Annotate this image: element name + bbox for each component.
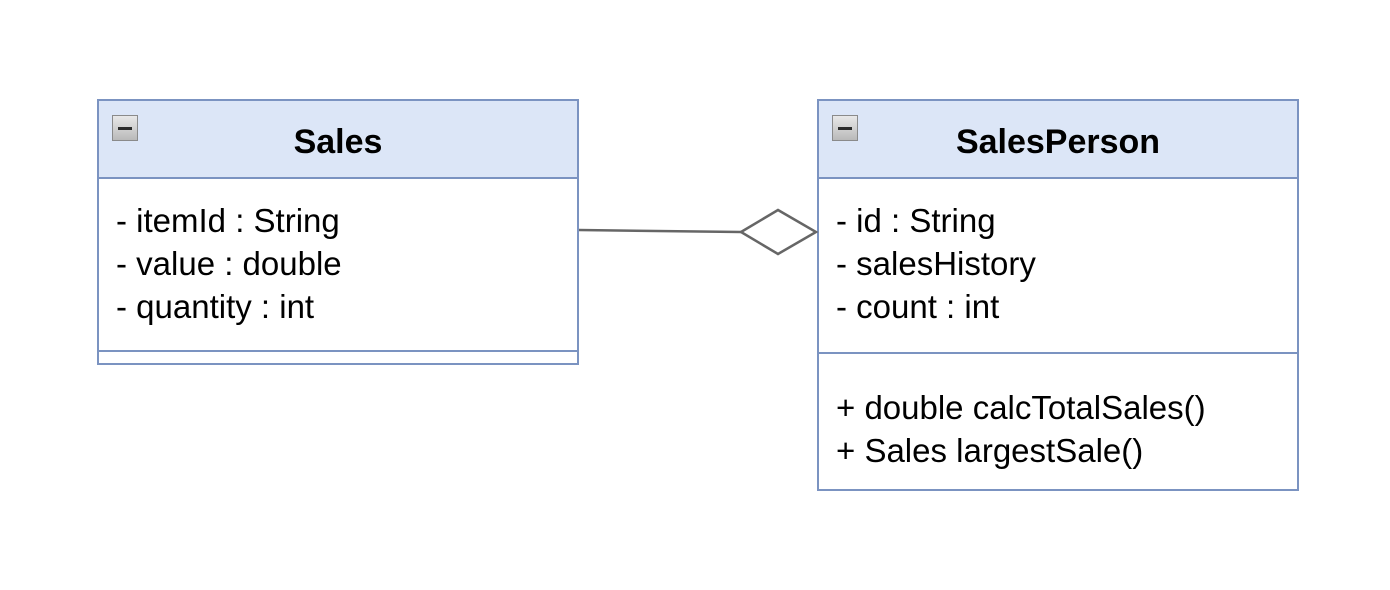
salesperson-collapse-button[interactable] — [832, 115, 858, 141]
minus-icon — [118, 127, 132, 130]
sales-attribute: - quantity : int — [116, 288, 315, 325]
salesperson-attribute: - count : int — [836, 288, 1000, 325]
sales-methods-divider — [99, 350, 577, 352]
salesperson-attribute: - salesHistory — [836, 245, 1036, 282]
salesperson-method: + double calcTotalSales() — [836, 389, 1206, 426]
aggregation-diamond-icon — [738, 208, 819, 256]
sales-attributes: - itemId : String - value : double - qua… — [99, 199, 577, 328]
sales-attribute: - itemId : String — [116, 202, 340, 239]
salesperson-attributes: - id : String - salesHistory - count : i… — [819, 199, 1297, 328]
salesperson-attribute: - id : String — [836, 202, 996, 239]
salesperson-class-header: SalesPerson — [819, 101, 1297, 179]
sales-attribute: - value : double — [116, 245, 342, 282]
salesperson-class-title: SalesPerson — [955, 123, 1161, 161]
sales-collapse-button[interactable] — [112, 115, 138, 141]
salesperson-method: + Sales largestSale() — [836, 432, 1144, 469]
salesperson-class[interactable]: SalesPerson - id : String - salesHistory… — [817, 99, 1299, 491]
sales-class-title: Sales — [293, 123, 383, 161]
salesperson-methods-divider — [819, 352, 1297, 354]
sales-class[interactable]: Sales - itemId : String - value : double… — [97, 99, 579, 365]
minus-icon — [838, 127, 852, 130]
salesperson-methods: + double calcTotalSales() + Sales larges… — [819, 386, 1297, 472]
aggregation-line[interactable] — [578, 228, 742, 234]
sales-class-header: Sales — [99, 101, 577, 179]
